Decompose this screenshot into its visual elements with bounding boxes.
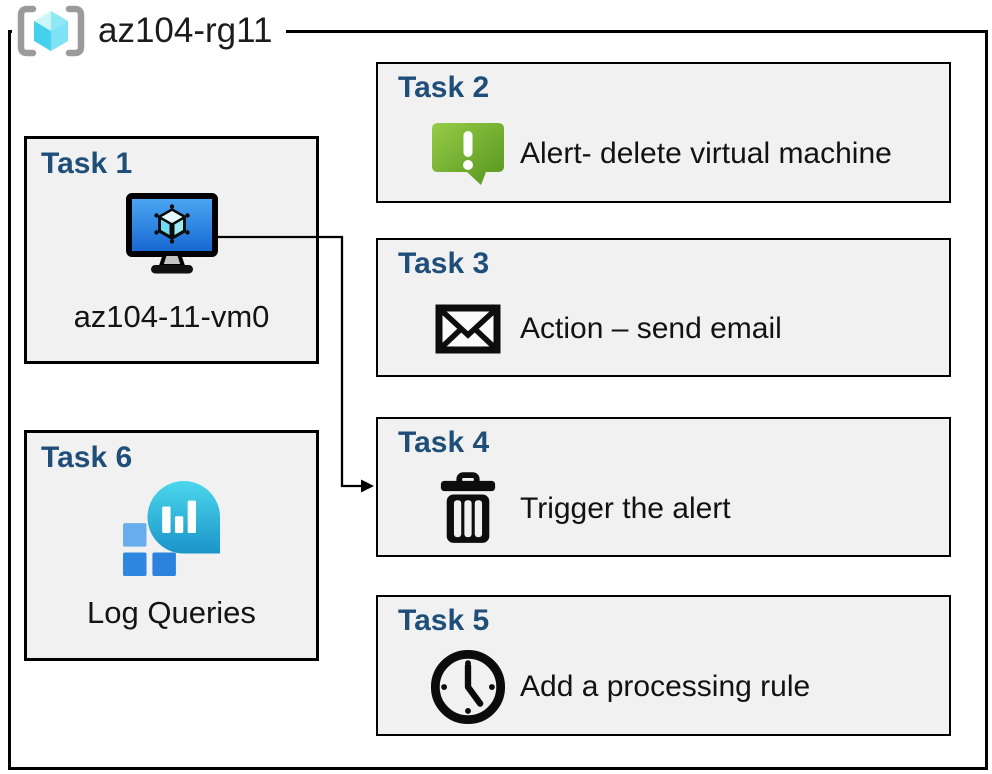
- task6-box: Task 6 Log Queries: [24, 430, 319, 661]
- task2-title: Task 2: [398, 71, 490, 104]
- trash-icon: [440, 471, 496, 543]
- task5-label: Add a processing rule: [520, 670, 811, 703]
- virtual-machine-icon: [125, 193, 218, 274]
- task3-label: Action – send email: [520, 312, 782, 345]
- task5-title: Task 5: [398, 604, 490, 637]
- resource-group-legend: az104-rg11: [12, 2, 287, 60]
- task2-label: Alert- delete virtual machine: [520, 137, 892, 170]
- resource-group-boundary: [8, 30, 988, 770]
- task1-title: Task 1: [41, 147, 133, 180]
- resource-group-name: az104-rg11: [98, 11, 273, 50]
- task5-box: Task 5 Add a processing rule: [376, 595, 951, 736]
- task6-title: Task 6: [41, 441, 133, 474]
- log-queries-icon: [122, 481, 220, 577]
- email-envelope-icon: [435, 304, 501, 354]
- task3-box: Task 3 Action – send email: [376, 238, 951, 377]
- task1-box: Task 1 az104-11-vm0: [24, 136, 319, 364]
- alert-message-icon: [432, 123, 504, 185]
- task2-box: Task 2 Alert- delete virtual machine: [376, 62, 951, 203]
- resource-group-icon: [17, 5, 85, 57]
- task4-title: Task 4: [398, 426, 490, 459]
- task4-label: Trigger the alert: [520, 491, 731, 525]
- clock-icon: [430, 649, 506, 725]
- task3-title: Task 3: [398, 247, 490, 280]
- task4-box: Task 4 Trigger the alert: [376, 417, 951, 557]
- task1-label: az104-11-vm0: [73, 299, 270, 334]
- task6-label: Log Queries: [87, 595, 256, 630]
